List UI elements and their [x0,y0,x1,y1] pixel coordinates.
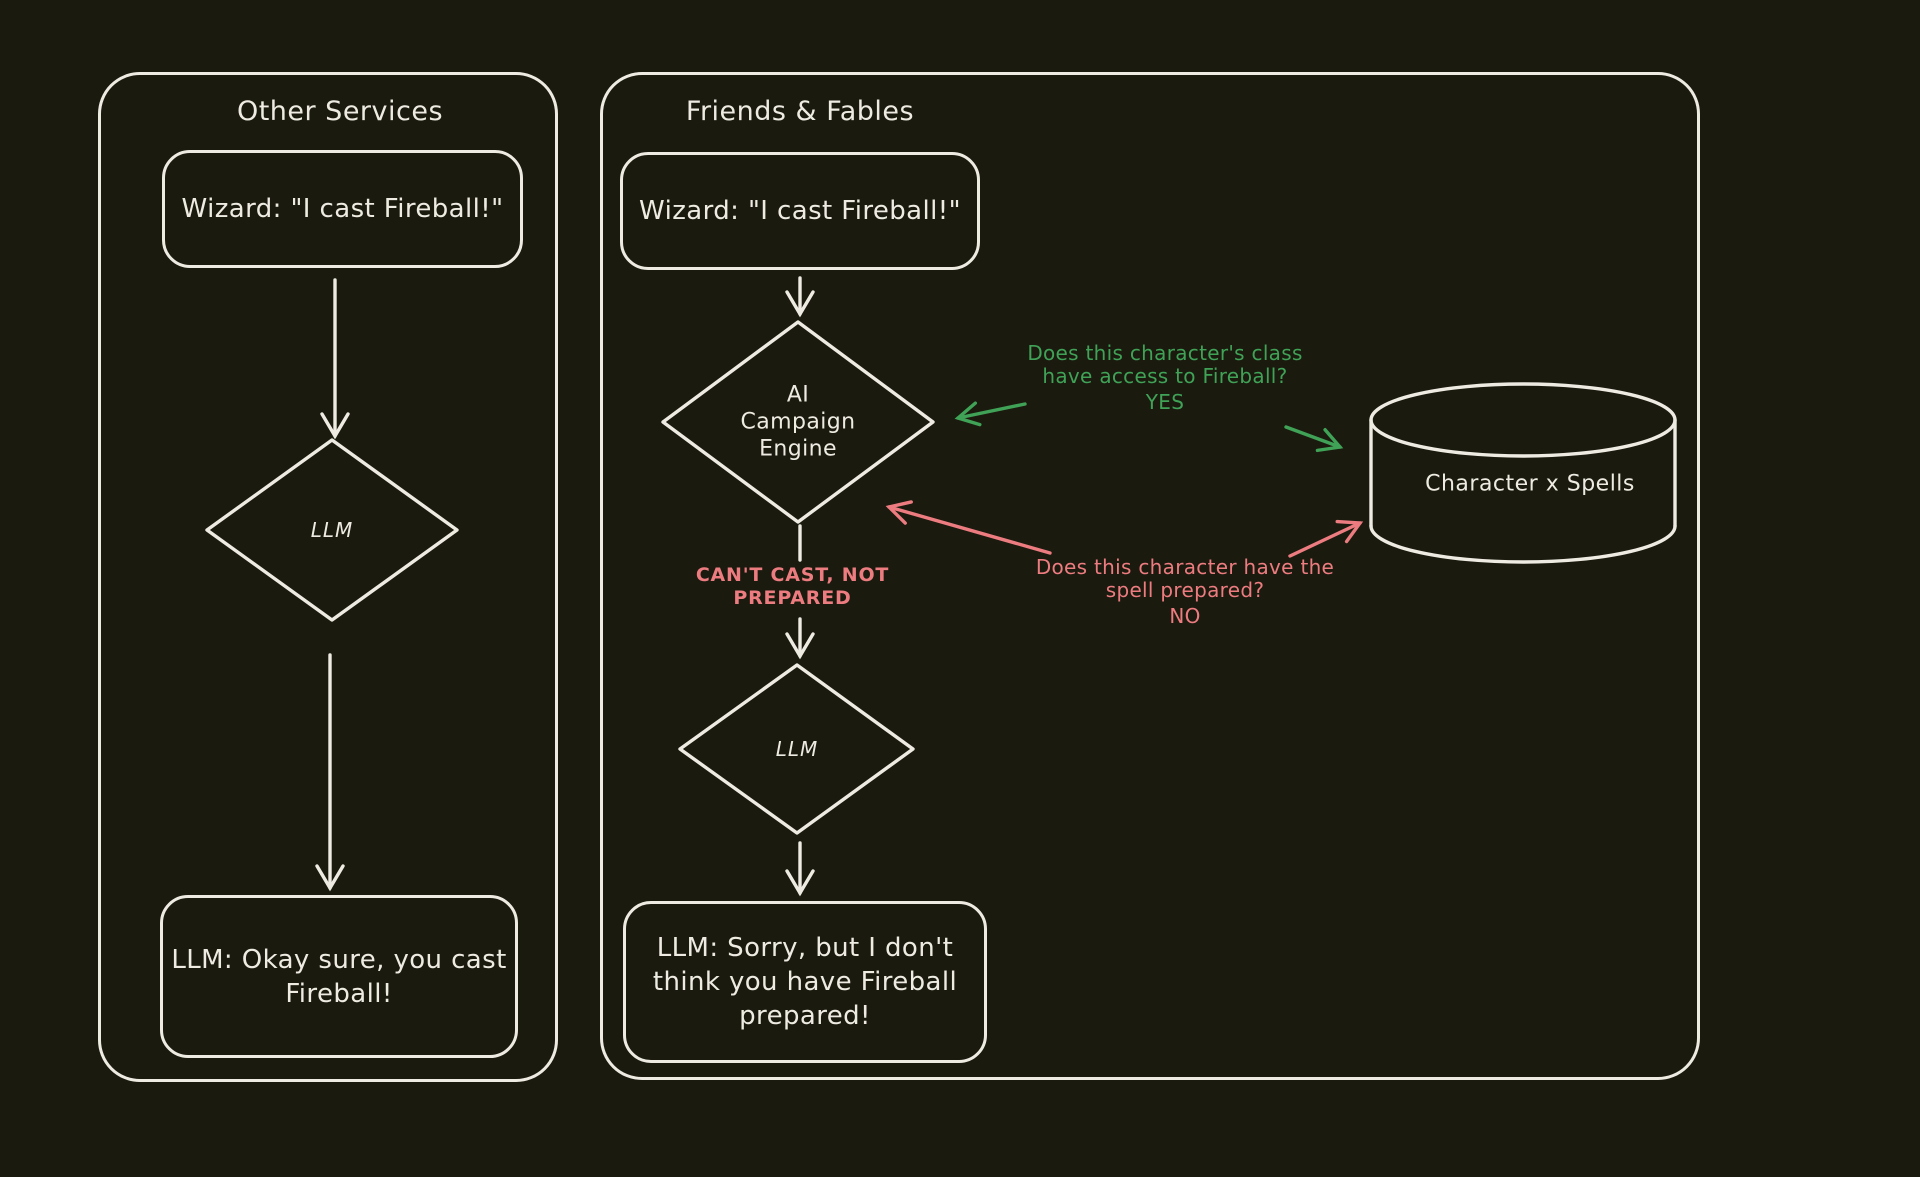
campaign-engine-label: AI Campaign Engine [718,382,878,463]
cant-cast-line2: PREPARED [733,587,852,609]
wizard-message-text-left: Wizard: "I cast Fireball!" [181,194,504,224]
friends-fables-title: Friends & Fables [685,96,915,127]
llm-diamond-left-shape [205,438,459,622]
campaign-engine-diamond-shape [661,320,935,524]
llm-diamond-right-shape [678,663,915,835]
red-arrow-to-engine-icon [885,500,1052,555]
wizard-message-text-right: Wizard: "I cast Fireball!" [639,196,961,226]
prepared-check-note: Does this character have the spell prepa… [1025,556,1345,628]
class-check-answer: YES [1145,390,1185,414]
prepared-check-answer: NO [1169,604,1201,628]
llm-result-box-left: LLM: Okay sure, you cast Fireball! [160,895,518,1058]
prepared-check-line1: Does this character have the [1035,555,1335,579]
wizard-message-box-right: Wizard: "I cast Fireball!" [620,152,980,270]
campaign-engine-line2: Campaign [740,409,856,435]
llm-result-right-line3: prepared! [739,1001,871,1031]
wizard-message-box-left: Wizard: "I cast Fireball!" [162,150,523,268]
llm-result-right-line2: think you have Fireball [652,967,958,997]
character-spells-db-shape [1369,382,1677,564]
llm-result-left-line2: Fireball! [285,978,393,1009]
llm-result-left-line1: LLM: Okay sure, you cast [171,944,507,975]
other-services-panel [98,72,558,1082]
cant-cast-line1: CAN'T CAST, NOT [695,564,890,586]
other-services-title: Other Services [236,96,444,127]
llm-result-right-line1: LLM: Sorry, but I don't [656,933,954,963]
campaign-engine-line3: Engine [759,436,837,462]
llm-diamond-left-label: LLM [310,518,354,542]
class-check-line2: have access to Fireball? [1042,364,1288,388]
red-arrow-to-db-icon [1288,519,1364,558]
campaign-engine-line1: AI [786,382,810,408]
cant-cast-label: CAN'T CAST, NOT PREPARED [670,564,915,610]
prepared-check-line2: spell prepared? [1105,578,1265,602]
class-check-line1: Does this character's class [1027,341,1303,365]
llm-result-box-right: LLM: Sorry, but I don't think you have F… [623,901,987,1063]
green-arrow-to-engine-icon [954,401,1027,427]
llm-diamond-right-label: LLM [775,737,819,761]
green-arrow-to-db-icon [1284,425,1344,453]
class-check-note: Does this character's class have access … [1005,342,1325,414]
character-spells-db-label: Character x Spells [1425,471,1635,497]
friends-fables-panel [600,72,1700,1080]
